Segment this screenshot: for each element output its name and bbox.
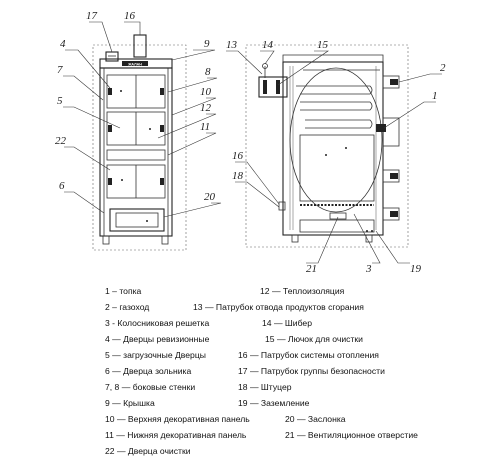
callout-12: 12 — [200, 102, 212, 114]
callout-20: 20 — [204, 191, 216, 203]
legend-item-4: 4 — Дверцы ревизионные — [105, 334, 210, 344]
callout-16-front: 16 — [124, 10, 136, 22]
legend-item-18: 18 — Штуцер — [238, 382, 292, 392]
callout-14: 14 — [262, 39, 274, 51]
callout-17: 17 — [86, 10, 98, 22]
callout-10: 10 — [200, 86, 212, 98]
legend-item-9: 9 — Крышка — [105, 398, 155, 408]
callout-16-side: 16 — [232, 150, 244, 162]
callout-7: 7 — [57, 64, 63, 76]
legend-item-16: 16 — Патрубок системы отопления — [238, 350, 379, 360]
callout-8: 8 — [205, 66, 211, 78]
callout-18: 18 — [232, 170, 244, 182]
callout-5: 5 — [57, 95, 63, 107]
legend-item-7-8: 7, 8 — боковые стенки — [105, 382, 196, 392]
legend-item-13: 13 — Патрубок отвода продуктов сгорания — [193, 302, 364, 312]
callout-15: 15 — [317, 39, 329, 51]
legend-item-1: 1 – топка — [105, 286, 142, 296]
legend-item-6: 6 — Дверца зольника — [105, 366, 192, 376]
legend-item-3: 3 - Колосниковая решетка — [105, 318, 210, 328]
legend-item-19: 19 — Заземление — [238, 398, 310, 408]
legend-item-21: 21 — Вентиляционное отверстие — [285, 430, 418, 440]
legend: 1 – топка 2 – газоход 3 - Колосниковая р… — [95, 283, 495, 456]
legend-item-22: 22 — Дверца очистки — [105, 446, 191, 456]
legend-item-11: 11 — Нижняя декоративная панель — [105, 430, 247, 440]
callout-1: 1 — [432, 90, 438, 102]
callout-13: 13 — [226, 39, 238, 51]
boiler-diagram: ЖАЛАН — [55, 10, 446, 275]
legend-item-10: 10 — Верхняя декоративная панель — [105, 414, 250, 424]
callout-21: 21 — [306, 263, 317, 275]
legend-item-2: 2 – газоход — [105, 302, 150, 312]
callout-6: 6 — [59, 180, 65, 192]
legend-item-14: 14 — Шибер — [262, 318, 312, 328]
callout-4: 4 — [60, 38, 66, 50]
callout-numbers: 17 16 9 4 7 5 8 10 12 11 22 6 20 13 14 1… — [55, 10, 446, 275]
legend-item-5: 5 — загрузочные Дверцы — [105, 350, 206, 360]
legend-item-15: 15 — Лючок для очистки — [265, 334, 363, 344]
callout-19: 19 — [410, 263, 422, 275]
callout-9: 9 — [204, 38, 210, 50]
callout-2: 2 — [440, 62, 446, 74]
legend-item-12: 12 — Теплоизоляция — [260, 286, 345, 296]
legend-item-20: 20 — Заслонка — [285, 414, 346, 424]
callout-22: 22 — [55, 135, 67, 147]
leader-lines — [63, 21, 442, 264]
front-view: ЖАЛАН — [92, 34, 187, 251]
nameplate-text: ЖАЛАН — [127, 63, 142, 67]
legend-item-17: 17 — Патрубок группы безопасности — [238, 366, 385, 376]
callout-3: 3 — [365, 263, 372, 275]
callout-11: 11 — [200, 121, 210, 133]
section-view — [245, 44, 409, 248]
